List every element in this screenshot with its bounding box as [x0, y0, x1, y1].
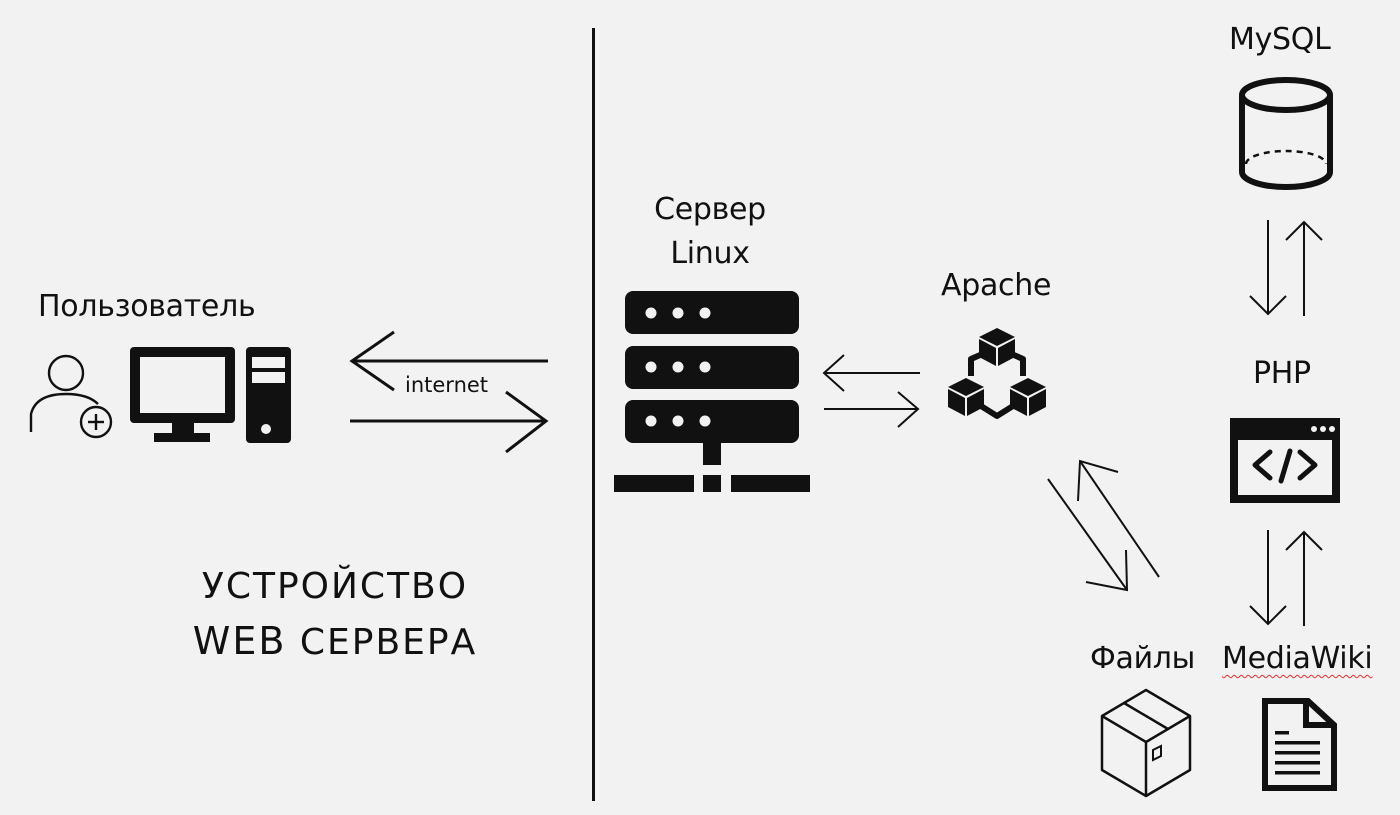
server-label-line2: Linux — [670, 236, 750, 271]
php-mediawiki-arrows — [1249, 530, 1323, 626]
box-icon — [1100, 688, 1192, 798]
mysql-php-arrows — [1249, 220, 1323, 316]
php-label: PHP — [1253, 356, 1311, 391]
apache-label: Apache — [941, 268, 1052, 303]
title-web: WEB — [192, 619, 287, 663]
code-window-icon — [1230, 418, 1340, 503]
mediawiki-label: MediaWiki — [1222, 641, 1373, 676]
files-label: Файлы — [1090, 641, 1196, 676]
user-label: Пользователь — [38, 289, 256, 324]
database-cylinder-icon — [1239, 77, 1333, 190]
connected-cubes-icon — [948, 328, 1046, 419]
mysql-label: MySQL — [1229, 22, 1331, 57]
server-rack-icon — [614, 291, 810, 492]
desktop-computer-icon — [130, 347, 291, 443]
internet-label: internet — [405, 373, 489, 397]
vertical-divider — [592, 28, 595, 801]
title-line-2: WEB СЕРВЕРА — [170, 614, 500, 670]
server-label: Сервер Linux — [620, 188, 800, 276]
server-apache-arrows — [822, 354, 920, 428]
add-user-icon — [29, 354, 113, 439]
title-line-1: УСТРОЙСТВО — [201, 566, 469, 607]
internet-arrow-left — [349, 330, 548, 392]
internet-arrow-right — [350, 390, 549, 454]
title-server: СЕРВЕРА — [299, 622, 478, 663]
diagram-title: УСТРОЙСТВО WEB СЕРВЕРА — [170, 560, 500, 670]
apache-files-arrows — [1047, 459, 1160, 592]
server-label-line1: Сервер — [654, 192, 766, 227]
document-icon — [1262, 698, 1337, 791]
